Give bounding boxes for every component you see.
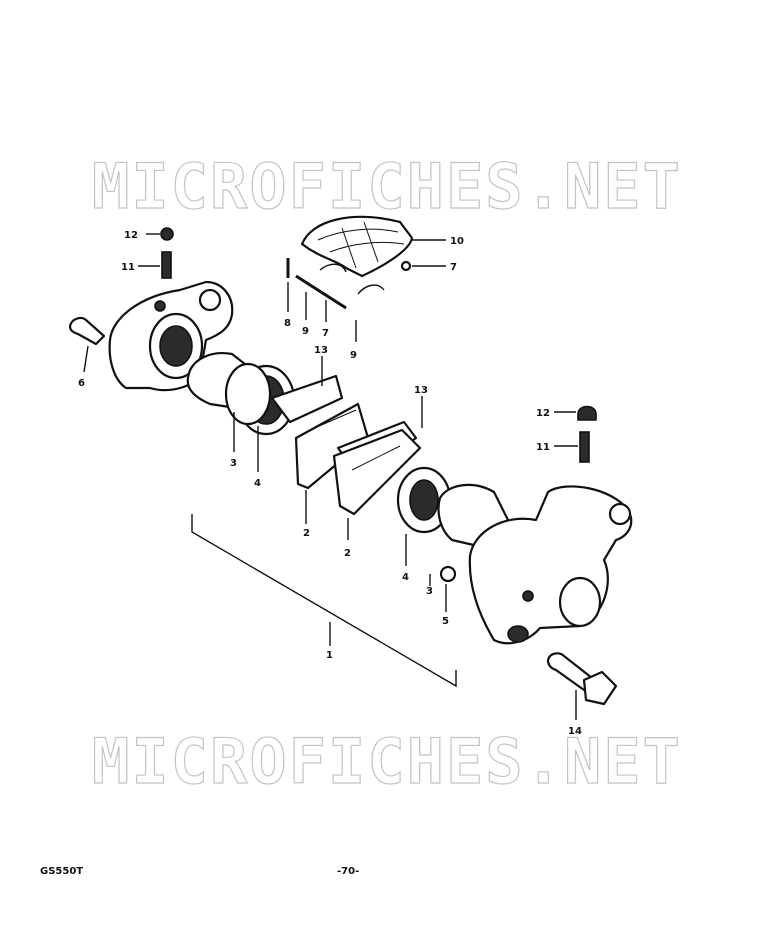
callout-4-right: 4 — [402, 572, 409, 583]
callout-6: 6 — [78, 378, 85, 389]
callout-10: 10 — [450, 236, 464, 247]
callout-14: 14 — [568, 726, 582, 737]
mounting-bolt-part — [546, 652, 618, 706]
caliper-half-right-part — [468, 485, 633, 645]
callout-9-right: 9 — [350, 350, 357, 361]
watermark-bottom-text: MICROFICHES.NET — [91, 724, 682, 798]
model-code: GS550T — [40, 866, 84, 877]
callout-11-left: 11 — [121, 262, 135, 273]
piston-left-part — [186, 352, 296, 436]
brake-pad-right-part — [332, 420, 422, 516]
callout-4-left: 4 — [254, 478, 261, 489]
callout-5: 5 — [442, 616, 449, 627]
callout-13-right: 13 — [414, 385, 428, 396]
callout-11-right: 11 — [536, 442, 550, 453]
callout-9-left: 9 — [302, 326, 309, 337]
callout-12-right: 12 — [536, 408, 550, 419]
callout-8: 8 — [284, 318, 291, 329]
callout-labels: 12 11 6 10 7 8 9 7 9 13 13 3 4 2 2 4 3 5… — [78, 230, 582, 737]
watermark-top-text: MICROFICHES.NET — [91, 149, 682, 223]
callout-7-left: 7 — [322, 328, 329, 339]
bleeder-left-part — [160, 227, 174, 279]
callout-12-left: 12 — [124, 230, 138, 241]
leader-lines — [83, 233, 578, 720]
callout-3-right: 3 — [426, 586, 433, 597]
callout-2-right: 2 — [344, 548, 351, 559]
callout-3-left: 3 — [230, 458, 237, 469]
pad-cover-part — [300, 215, 414, 295]
callout-13-left: 13 — [314, 345, 328, 356]
callout-7-right: 7 — [450, 262, 457, 273]
pad-pin-part — [286, 258, 412, 310]
page-number: -70- — [337, 866, 360, 877]
bleeder-right-part — [577, 405, 597, 463]
assembly-bracket — [191, 514, 457, 688]
callout-1: 1 — [326, 650, 333, 661]
callout-2-left: 2 — [303, 528, 310, 539]
